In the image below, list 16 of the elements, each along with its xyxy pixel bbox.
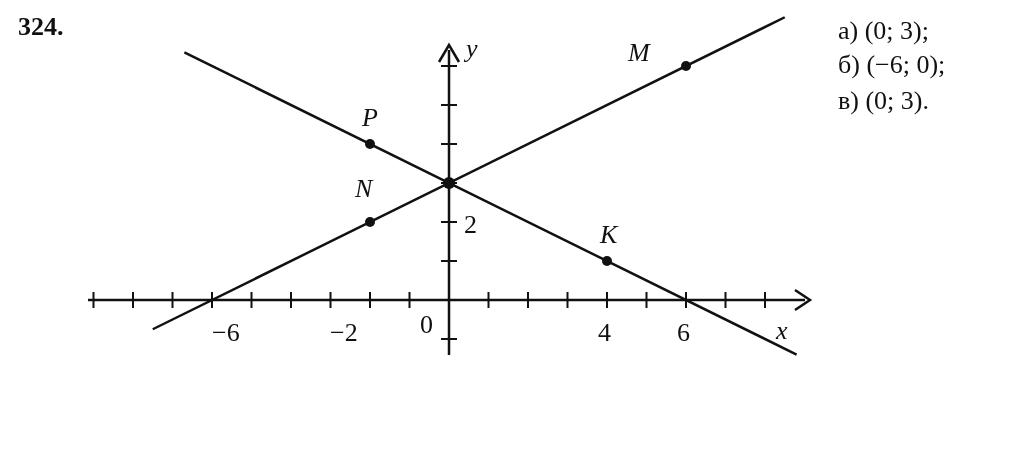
tick-label: 2 [464, 212, 477, 238]
axis-label: x [776, 318, 788, 344]
tick-label: 4 [598, 320, 611, 346]
tick-label: 6 [677, 320, 690, 346]
answer-text: в) (0; 3). [838, 88, 929, 114]
answer-text: б) (−6; 0); [838, 52, 946, 78]
tick-label: 0 [420, 312, 433, 338]
answer-text: а) (0; 3); [838, 18, 929, 44]
tick-label: −6 [212, 320, 240, 346]
point-label: M [628, 40, 650, 66]
tick-label: −2 [330, 320, 358, 346]
axis-label: y [466, 36, 478, 62]
point-label: P [362, 105, 378, 131]
point-label: N [355, 176, 373, 202]
problem-number: 324. [18, 14, 64, 40]
point-label: K [600, 222, 618, 248]
